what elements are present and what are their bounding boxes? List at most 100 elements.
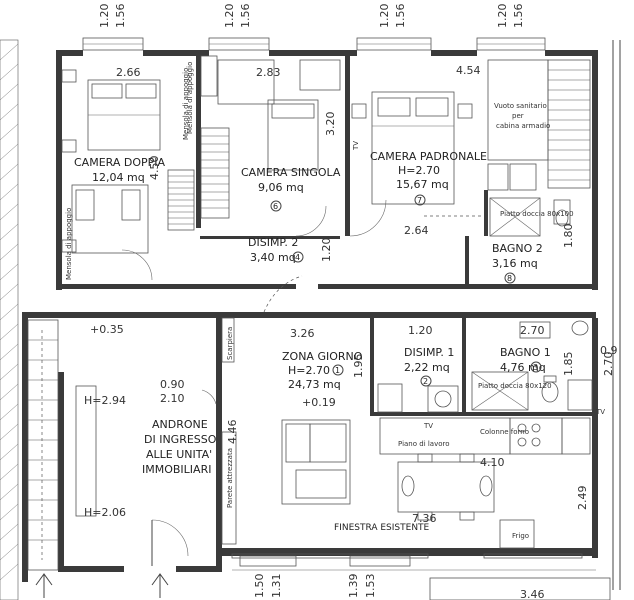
outer-walls: [22, 50, 598, 582]
bagno1-number-circle: [530, 361, 542, 373]
bottom-windows: [232, 555, 611, 600]
bagno1-fixtures: [471, 320, 593, 411]
androne-line2: DI INGRESSO: [144, 433, 217, 446]
camera-singola-furniture: [200, 55, 341, 237]
finestra-label: FINESTRA ESISTENTE: [334, 523, 430, 533]
camera-singola-number-circle: [270, 200, 282, 212]
disimp1-number-circle: [420, 375, 432, 387]
zona-giorno-furniture: [221, 317, 591, 559]
dim-095: 0.9: [600, 344, 618, 357]
androne-door-width: 0.90: [160, 378, 185, 391]
vuoto-sanitario-line3: cabina armadio: [496, 122, 550, 130]
bagno1-name: BAGNO 1: [500, 346, 551, 359]
disimp1-area: 2,22 mq: [404, 361, 450, 374]
camera-singola-number: 6: [273, 202, 278, 211]
bagno1-number: 3: [533, 363, 538, 372]
window3-width: 1.20: [378, 4, 391, 29]
tv-label-padronale: TV: [352, 141, 360, 151]
disimp2-area: 3,40 mq: [250, 251, 296, 264]
camera-padronale-height: H=2.70: [398, 164, 440, 177]
disimp1-number: 2: [423, 377, 428, 386]
camera-doppia-width: 2.66: [116, 66, 141, 79]
camera-singola-name: CAMERA SINGOLA: [241, 166, 341, 179]
piano-lavoro-label: Piano di lavoro: [398, 440, 450, 448]
right-exterior-wall: [612, 40, 621, 590]
bagno2-width: 2.64: [404, 224, 429, 237]
door-swing-disimp2: [263, 275, 303, 313]
androne-line1: ANDRONE: [152, 418, 208, 431]
disimp1-name: DISIMP. 1: [404, 346, 454, 359]
bagno1-width: 2.70: [520, 324, 545, 337]
camera-padronale-furniture: [349, 59, 591, 237]
zona-giorno-name: ZONA GIORNO: [282, 350, 363, 363]
disimp2-height: 1.20: [320, 238, 333, 263]
window2-height: 1.56: [239, 4, 252, 29]
camera-padronale-width: 4.54: [456, 64, 481, 77]
disimp2-name: DISIMP. 2: [248, 236, 298, 249]
zona-giorno-width: 3.26: [290, 327, 315, 340]
bottom-dim-346: 3.46: [520, 588, 545, 600]
disimp1-cabinet: [377, 383, 459, 413]
bottom-window2-height: 1.53: [364, 574, 377, 599]
bagno2-number-circle: [504, 272, 516, 284]
window1-height: 1.56: [114, 4, 127, 29]
camera-doppia-area: 12,04 mq: [92, 171, 145, 184]
vuoto-sanitario-line2: per: [512, 112, 524, 120]
androne-line4: IMMOBILIARI: [142, 463, 211, 476]
tv-label-bagno: TV: [595, 408, 605, 416]
vuoto-sanitario-line1: Vuoto sanitario: [494, 102, 547, 110]
kitchen-width: 4.10: [480, 456, 505, 469]
window4-width: 1.20: [496, 4, 509, 29]
window-dimensions: 1.20 1.56 1.20 1.56 1.20 1.56 1.20 1.56: [98, 4, 525, 29]
camera-singola-depth: 3.20: [324, 112, 337, 137]
androne-line3: ALLE UNITA': [146, 448, 212, 461]
bottom-window1-height: 1.31: [270, 574, 283, 599]
bagno1-shower: Piatto doccia 80x120: [478, 382, 552, 390]
zona-giorno-side: 1.95: [352, 354, 365, 379]
entrance-arrows: [35, 573, 169, 598]
zona-giorno-left: 4.46: [226, 420, 239, 445]
bagno2-fixtures: [487, 163, 571, 237]
camera-padronale-number-circle: [414, 194, 426, 206]
bagno1-area: 4,76 mq: [500, 361, 546, 374]
hatched-exterior-wall: [0, 39, 19, 600]
mensola-label-1: Mensola di appoggio: [182, 68, 190, 140]
mensola-label-3: Mensola di appoggio: [186, 62, 194, 134]
camera-singola-area: 9,06 mq: [258, 181, 304, 194]
window4-height: 1.56: [512, 4, 525, 29]
bottom-window1-width: 1.50: [253, 574, 266, 599]
window1-width: 1.20: [98, 4, 111, 29]
parete-attrezzata-label: Parete attrezzata: [226, 448, 234, 508]
bottom-window2-width: 1.39: [347, 574, 360, 599]
top-windows: [82, 37, 546, 51]
bagno1-depth: 1.85: [562, 352, 575, 377]
mensola-label-2: Mensola di appoggio: [65, 208, 73, 280]
tv-label-giorno: TV: [423, 422, 433, 430]
dim-249: 2.49: [576, 486, 589, 511]
zona-giorno-number-circle: [332, 364, 344, 376]
bagno2-area: 3,16 mq: [492, 257, 538, 270]
camera-singola-width: 2.83: [256, 66, 281, 79]
androne-height-1: H=2.94: [84, 394, 126, 407]
disimp1-width: 1.20: [408, 324, 433, 337]
bagno2-number: 8: [507, 274, 512, 283]
dim-270-right: 2.70: [602, 352, 615, 377]
androne-height-2: H=2.06: [84, 506, 126, 519]
androne-door-height: 2.10: [160, 392, 185, 405]
camera-padronale-area: 15,67 mq: [396, 178, 449, 191]
colonne-forno-label: Colonne forno: [480, 428, 529, 436]
zona-giorno-level: +0.19: [302, 396, 336, 409]
disimp2-number-circle: [292, 251, 304, 263]
camera-padronale-number: 7: [417, 196, 422, 205]
bagno2-depth: 1.80: [562, 224, 575, 249]
frigo-label: Frigo: [512, 532, 529, 540]
window2-width: 1.20: [223, 4, 236, 29]
camera-doppia-furniture: [61, 69, 195, 281]
window3-height: 1.56: [394, 4, 407, 29]
bagno2-name: BAGNO 2: [492, 242, 543, 255]
camera-padronale-name: CAMERA PADRONALE: [370, 150, 487, 163]
disimp2-number: 4: [295, 253, 300, 262]
zona-giorno-area: 24,73 mq: [288, 378, 341, 391]
zona-giorno-length: 7.36: [412, 512, 437, 525]
